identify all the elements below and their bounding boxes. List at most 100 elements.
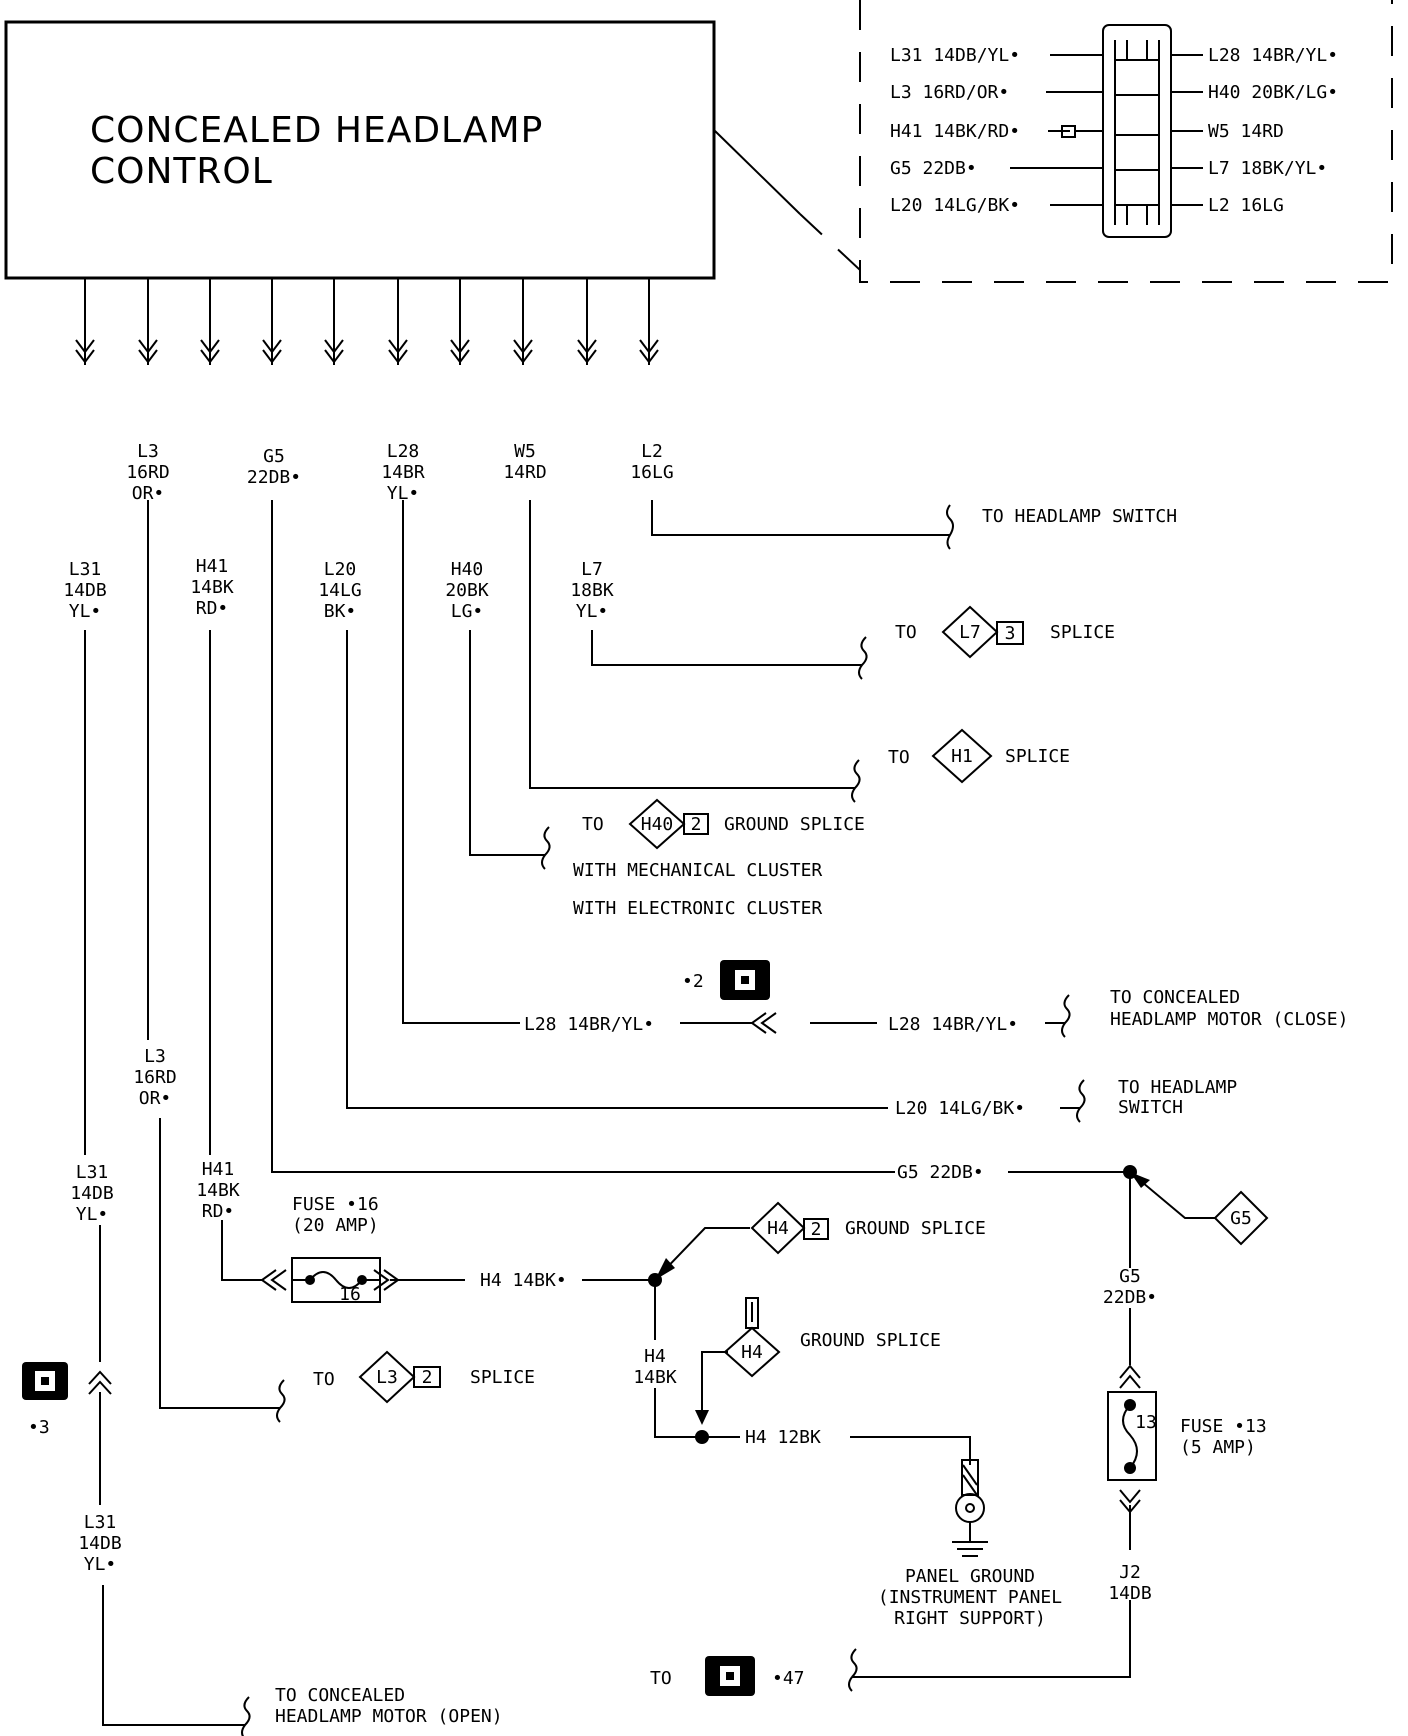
label-line: 18BK (570, 580, 614, 601)
label-l7-a: L7 18BK YL• (570, 559, 614, 622)
label-h41-a: H41 14BK RD• (190, 556, 234, 619)
label-line: L3 (137, 441, 159, 462)
label-l31-c: L31 14DB YL• (78, 1512, 121, 1575)
label-h41-b: H41 14BK RD• (196, 1159, 240, 1222)
label-line: YL• (76, 1204, 109, 1225)
label-l2-top: L2 16LG (630, 441, 673, 483)
label-line: L20 (324, 559, 357, 580)
fuse-16-line2: (20 AMP) (292, 1215, 379, 1236)
wire-l2 (651, 500, 950, 536)
concealed-headlamp-control-module: CONCEALED HEADLAMP CONTROL (4, 20, 716, 280)
wire-l28 (402, 500, 877, 1024)
label-line: L2 (641, 441, 663, 462)
connector-2-icon (720, 960, 770, 1000)
dest-concealed-close-1: TO CONCEALED (1110, 987, 1240, 1008)
connector-47-label: •47 (772, 1668, 805, 1689)
wire-l3 (147, 500, 280, 1409)
label-line: 16LG (630, 462, 673, 483)
label-line: 14BK (190, 577, 234, 598)
splice-g5-diamond: G5 (1213, 1190, 1269, 1246)
splice-name: H4 (767, 1218, 789, 1239)
label-w5-top: W5 14RD (503, 441, 546, 483)
pin-left-1: L31 14DB/YL• (890, 45, 1020, 66)
label-line: YL• (576, 601, 609, 622)
label-h40-a: H40 20BK LG• (445, 559, 489, 622)
module-output-stubs (75, 278, 659, 365)
pin-right-5: L2 16LG (1208, 195, 1284, 216)
splice-num: 3 (1005, 623, 1016, 644)
wire-w5 (529, 500, 855, 789)
splice-label: SPLICE (470, 1367, 535, 1388)
label-g5-v: G5 22DB• (1103, 1266, 1157, 1308)
label-line: L31 (84, 1512, 117, 1533)
arrow-head (1130, 1172, 1150, 1188)
label-g5-top: G5 22DB• (247, 446, 301, 488)
splice-name: L3 (376, 1367, 398, 1388)
middle-wire-labels: L31 14DB YL• H41 14BK RD• L20 14LG BK• H… (63, 556, 1157, 1604)
label-l31-b: L31 14DB YL• (70, 1162, 113, 1225)
connector-pin-wires (1010, 54, 1203, 206)
wire-break (541, 826, 551, 870)
label-line: OR• (139, 1088, 172, 1109)
label-line: 22DB• (247, 467, 301, 488)
splice-name: H40 (641, 814, 674, 835)
wire-l28-right-label: L28 14BR/YL• (888, 1014, 1018, 1035)
label-line: H4 (644, 1346, 666, 1367)
connector-left-pins: L31 14DB/YL• L3 16RD/OR• H41 14BK/RD• G5… (890, 45, 1020, 216)
to-label: TO (650, 1668, 672, 1689)
fuse-number: 16 (339, 1284, 361, 1305)
connector-right-pins: L28 14BR/YL• H40 20BK/LG• W5 14RD L7 18B… (1208, 45, 1338, 216)
splice-h1-diamond: H1 (931, 728, 993, 784)
label-line: RD• (196, 598, 229, 619)
dest-headlamp-switch-2-2: SWITCH (1118, 1097, 1183, 1118)
pin-left-5: L20 14LG/BK• (890, 195, 1020, 216)
panel-ground-line3: RIGHT SUPPORT) (894, 1608, 1046, 1629)
wire-h40 (469, 630, 545, 856)
connector-chevrons (750, 1012, 777, 1034)
label-line: 14BR (381, 462, 425, 483)
panel-ground-line2: (INSTRUMENT PANEL (878, 1587, 1062, 1608)
connector-47-icon (705, 1656, 755, 1696)
pin-right-4: L7 18BK/YL• (1208, 158, 1327, 179)
to-label: TO (895, 622, 917, 643)
splice-h4-top-diamond: H4 2 (750, 1201, 829, 1255)
label-line: L28 (387, 441, 420, 462)
fuse-13-line2: (5 AMP) (1180, 1437, 1256, 1458)
ground-splice-label: GROUND SPLICE (845, 1218, 986, 1239)
label-line: 22DB• (1103, 1287, 1157, 1308)
label-h4-v: H4 14BK (633, 1346, 677, 1388)
label-line: YL• (69, 601, 102, 622)
top-wire-labels: L3 16RD OR• G5 22DB• L28 14BR YL• W5 14R… (126, 441, 673, 504)
fuse-number: 13 (1135, 1412, 1157, 1433)
label-line: 14DB (70, 1183, 113, 1204)
with-electronic-cluster: WITH ELECTRONIC CLUSTER (573, 898, 822, 919)
wire-break (946, 504, 954, 550)
label-l3-b: L3 16RD OR• (133, 1046, 176, 1109)
wire-l20-label: L20 14LG/BK• (895, 1098, 1025, 1119)
wire-g5 (271, 500, 1130, 1173)
splice-l7-diamond: L7 3 (941, 605, 1024, 659)
connector-chevrons (88, 1370, 112, 1395)
wire-break (1060, 1079, 1086, 1123)
dest-concealed-open-1: TO CONCEALED (275, 1685, 405, 1706)
label-line: 14DB (63, 580, 106, 601)
label-line: L31 (69, 559, 102, 580)
wire-break (276, 1379, 286, 1423)
wire-h4-12bk-label: H4 12BK (745, 1427, 821, 1448)
label-l3-top: L3 16RD OR• (126, 441, 169, 504)
wire-h4-ground (702, 1436, 971, 1465)
pin-left-3: H41 14BK/RD• (890, 121, 1020, 142)
label-line: 14BK (633, 1367, 677, 1388)
splice-num: 2 (811, 1219, 822, 1240)
wire-break (858, 636, 868, 680)
ground-splice-label: GROUND SPLICE (800, 1330, 941, 1351)
connector-2-label: •2 (682, 971, 704, 992)
wire-g5-splice (1129, 1171, 1215, 1219)
label-line: H41 (202, 1159, 235, 1180)
fuse-13-line1: FUSE •13 (1180, 1416, 1267, 1437)
connector-3-label: •3 (28, 1417, 50, 1438)
pin-right-3: W5 14RD (1208, 121, 1284, 142)
splice-label: SPLICE (1050, 622, 1115, 643)
ground-splice-label: GROUND SPLICE (724, 814, 865, 835)
module-title-line1: CONCEALED HEADLAMP (90, 110, 543, 151)
